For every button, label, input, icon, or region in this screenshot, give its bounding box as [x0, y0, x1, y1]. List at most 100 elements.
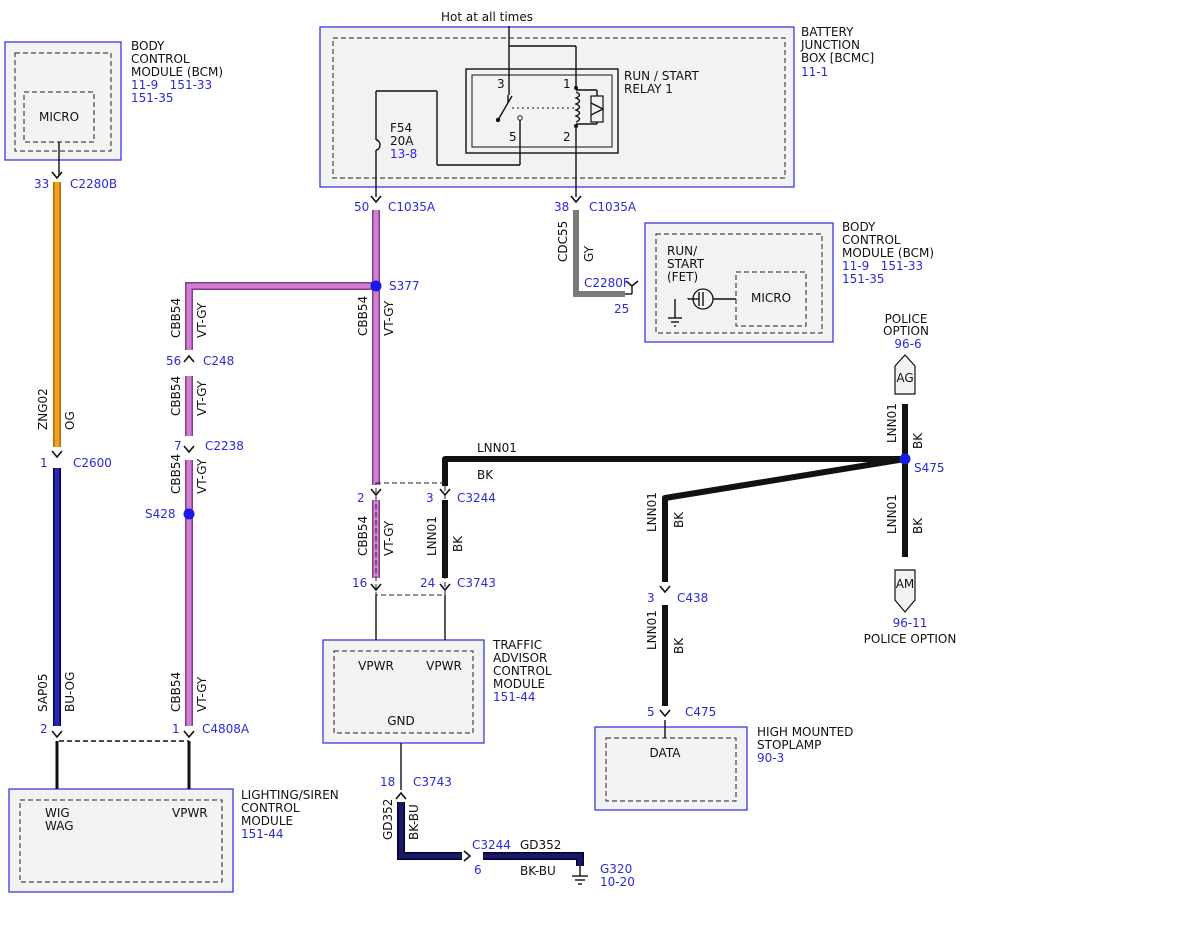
lighting-siren-module: WIG WAG VPWR LIGHTING/SIREN CONTROL MODU…: [8, 788, 339, 893]
svg-text:VT-GY: VT-GY: [382, 520, 396, 556]
wire-zng02: ZNG02 OG: [36, 142, 77, 447]
svg-text:C3743: C3743: [457, 576, 496, 590]
svg-text:BK: BK: [911, 517, 925, 534]
svg-text:16: 16: [352, 576, 367, 590]
svg-text:151-44: 151-44: [493, 690, 536, 704]
bcm-top-module: MICRO BODY CONTROL MODULE (BCM) 11-9 151…: [4, 39, 223, 161]
svg-text:C438: C438: [677, 591, 708, 605]
module-stub-wires: [55, 482, 666, 789]
svg-text:56: 56: [166, 354, 181, 368]
svg-text:START: START: [667, 257, 705, 271]
svg-text:RELAY 1: RELAY 1: [624, 82, 673, 96]
traffic-advisor-module: VPWR VPWR GND TRAFFIC ADVISOR CONTROL MO…: [322, 638, 552, 744]
svg-text:VT-GY: VT-GY: [195, 380, 209, 416]
svg-text:BU-OG: BU-OG: [63, 672, 77, 712]
svg-text:24: 24: [420, 576, 435, 590]
svg-text:F54: F54: [390, 121, 412, 135]
svg-text:CBB54: CBB54: [169, 672, 183, 712]
svg-text:WIG: WIG: [45, 806, 70, 820]
svg-text:S377: S377: [389, 279, 420, 293]
svg-text:VPWR: VPWR: [358, 659, 394, 673]
bcm-micro-label: MICRO: [39, 110, 79, 124]
svg-text:MICRO: MICRO: [751, 291, 791, 305]
svg-text:AM: AM: [896, 577, 915, 591]
svg-text:90-3: 90-3: [757, 751, 784, 765]
svg-text:1: 1: [40, 456, 48, 470]
svg-text:BODY: BODY: [842, 220, 876, 234]
svg-text:LNN01: LNN01: [477, 441, 517, 455]
svg-text:STOPLAMP: STOPLAMP: [757, 738, 821, 752]
connector-chevrons: [51, 171, 671, 862]
svg-text:1: 1: [172, 722, 180, 736]
svg-text:CONTROL: CONTROL: [493, 664, 552, 678]
svg-text:VPWR: VPWR: [426, 659, 462, 673]
svg-text:1: 1: [563, 77, 571, 91]
svg-text:96-11: 96-11: [893, 616, 928, 630]
wire-cbb54: CBB54 VT-GY CBB54 VT-GY CBB54 VT-GY CBB5…: [169, 210, 396, 726]
bjb-internal-wiring: Hot at all times: [375, 10, 577, 197]
svg-text:BK-BU: BK-BU: [520, 864, 556, 878]
svg-text:C1035A: C1035A: [589, 200, 637, 214]
svg-text:CDC55: CDC55: [556, 221, 570, 262]
svg-text:50: 50: [354, 200, 369, 214]
svg-text:VT-GY: VT-GY: [195, 302, 209, 338]
svg-text:C3244: C3244: [457, 491, 496, 505]
splice-s428: [183, 508, 195, 520]
svg-text:C2280F: C2280F: [584, 276, 630, 290]
svg-text:13-8: 13-8: [390, 147, 417, 161]
svg-text:JUNCTION: JUNCTION: [800, 38, 860, 52]
police-option-top: POLICE OPTION 96-6 AG: [883, 312, 929, 395]
splices: S377 S428 S475: [145, 279, 945, 521]
svg-text:GY: GY: [582, 245, 596, 262]
svg-text:CBB54: CBB54: [356, 296, 370, 336]
svg-text:CBB54: CBB54: [169, 376, 183, 416]
svg-text:151-35: 151-35: [842, 272, 885, 286]
svg-text:MODULE (BCM): MODULE (BCM): [131, 65, 223, 79]
svg-text:7: 7: [174, 439, 182, 453]
svg-text:BK: BK: [451, 535, 465, 552]
svg-text:18: 18: [380, 775, 395, 789]
svg-text:POLICE OPTION: POLICE OPTION: [864, 632, 957, 646]
run-start-relay: RUN / START RELAY 1 3 1 5 2: [465, 68, 699, 154]
svg-text:S428: S428: [145, 507, 176, 521]
svg-text:BK-BU: BK-BU: [407, 804, 421, 840]
svg-text:LNN01: LNN01: [885, 494, 899, 534]
svg-text:3: 3: [647, 591, 655, 605]
svg-text:33: 33: [34, 177, 49, 191]
wire-sap05: SAP05 BU-OG: [36, 468, 77, 726]
svg-text:VT-GY: VT-GY: [195, 458, 209, 494]
svg-text:RUN / START: RUN / START: [624, 69, 699, 83]
wire-cdc55: CDC55 GY: [556, 210, 633, 297]
svg-text:VPWR: VPWR: [172, 806, 208, 820]
battery-junction-box: BATTERY JUNCTION BOX [BCMC] 11-1: [319, 25, 874, 188]
svg-text:WAG: WAG: [45, 819, 74, 833]
svg-text:C3244: C3244: [472, 838, 511, 852]
svg-text:G320: G320: [600, 862, 632, 876]
svg-text:CONTROL: CONTROL: [131, 52, 190, 66]
ground-g320: G320 10-20: [572, 862, 635, 889]
svg-text:DATA: DATA: [650, 746, 682, 760]
svg-text:5: 5: [647, 705, 655, 719]
high-mounted-stoplamp: DATA HIGH MOUNTED STOPLAMP 90-3: [594, 725, 853, 811]
svg-text:GND: GND: [387, 714, 415, 728]
svg-text:GD352: GD352: [381, 799, 395, 840]
svg-text:C1035A: C1035A: [388, 200, 436, 214]
svg-text:GD352: GD352: [520, 838, 561, 852]
svg-text:S475: S475: [914, 461, 945, 475]
svg-text:C2280B: C2280B: [70, 177, 117, 191]
svg-text:BATTERY: BATTERY: [801, 25, 854, 39]
svg-text:2: 2: [357, 491, 365, 505]
svg-text:BK: BK: [672, 637, 686, 654]
svg-text:151-35: 151-35: [131, 91, 174, 105]
svg-text:CBB54: CBB54: [169, 454, 183, 494]
svg-text:38: 38: [554, 200, 569, 214]
svg-text:CBB54: CBB54: [169, 298, 183, 338]
svg-text:HIGH MOUNTED: HIGH MOUNTED: [757, 725, 853, 739]
svg-text:C2238: C2238: [205, 439, 244, 453]
svg-text:ADVISOR: ADVISOR: [493, 651, 547, 665]
svg-text:RUN/: RUN/: [667, 244, 698, 258]
splice-s475: [899, 453, 911, 465]
svg-text:20A: 20A: [390, 134, 414, 148]
svg-text:2: 2: [563, 130, 571, 144]
